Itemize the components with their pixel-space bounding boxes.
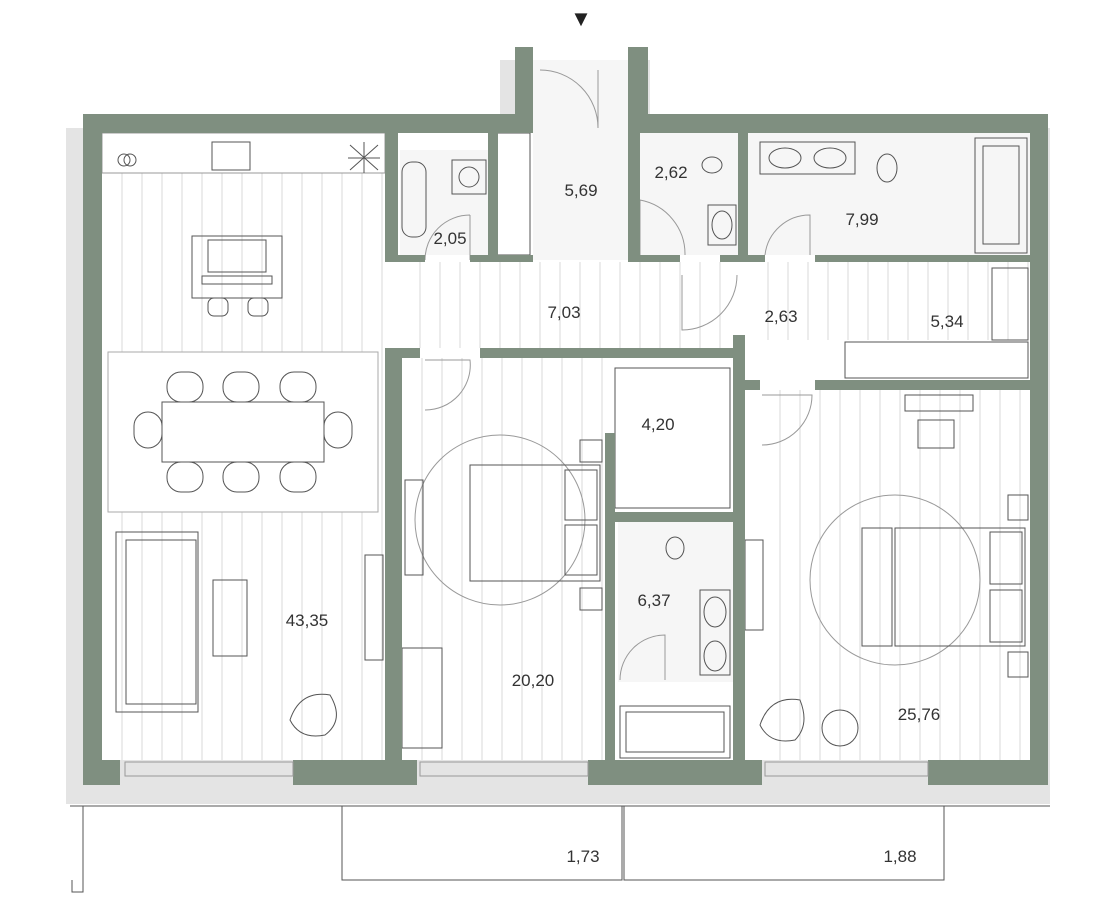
area-label-wardrobe: 5,34 (930, 312, 963, 331)
dining-area (107, 351, 379, 513)
doors (424, 69, 813, 681)
area-label-bedroom-1: 20,20 (512, 671, 555, 690)
area-label-bathroom-small: 2,05 (433, 229, 466, 248)
area-label-toilet: 2,62 (654, 163, 687, 182)
area-label-living-kitchen: 43,35 (286, 611, 329, 630)
area-label-hall-2: 2,63 (764, 307, 797, 326)
area-label-bedroom-2: 25,76 (898, 705, 941, 724)
area-label-bathroom-2: 6,37 (637, 591, 670, 610)
room-labels: 43,35 2,05 5,69 2,62 7,99 7,03 2,63 5,34… (286, 163, 964, 866)
area-label-balcony-1: 1,73 (566, 847, 599, 866)
area-label-balcony-2: 1,88 (883, 847, 916, 866)
area-label-entry-hall: 5,69 (564, 181, 597, 200)
area-label-bathroom-master: 7,99 (845, 210, 878, 229)
sofa (115, 531, 384, 737)
balconies (70, 761, 1050, 893)
area-label-corridor: 7,03 (547, 303, 580, 322)
entrance-arrow-icon: ▼ (570, 6, 592, 31)
area-label-closet: 4,20 (641, 415, 674, 434)
bedroom-2-furniture (744, 394, 1029, 747)
walls (83, 47, 1048, 785)
